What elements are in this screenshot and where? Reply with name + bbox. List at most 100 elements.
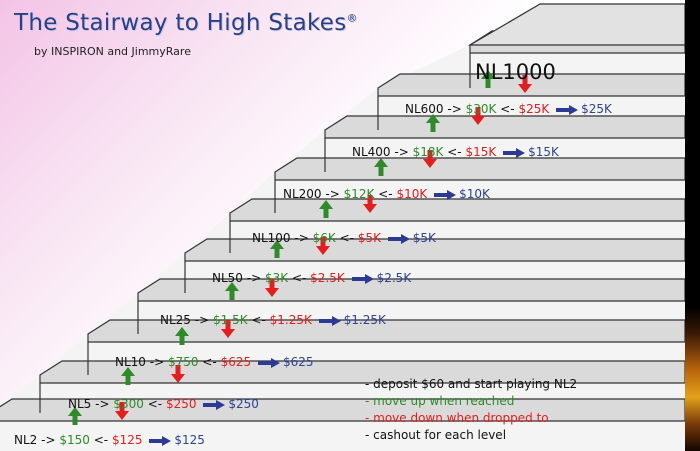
level-row-nl50: NL50 -> $3K <- $2.5K $2.5K: [212, 271, 411, 285]
stair-step-2: [87, 319, 685, 343]
byline: by INSPIRON and JimmyRare: [34, 45, 191, 58]
legend-item-move-down: - move down when dropped to: [365, 411, 549, 425]
cashout-arrow-icon: [503, 147, 526, 158]
move-down-arrow-icon: [265, 279, 279, 297]
stair-top-slab: [467, 3, 685, 46]
legend-item-move-up: - move up when reached: [365, 394, 515, 408]
legend-item-deposit: - deposit $60 and start playing NL2: [365, 377, 578, 391]
level-row-nl25: NL25 -> $1.5K <- $1.25K $1.25K: [160, 313, 386, 327]
cashout-arrow-icon: [149, 435, 172, 446]
diagram-canvas: The Stairway to High Stakes® by INSPIRON…: [0, 0, 685, 451]
move-down-threshold: $10K: [396, 187, 428, 201]
level-row-nl600: NL600 -> $30K <- $25K $25K: [405, 102, 612, 116]
up-operator: ->: [325, 187, 340, 201]
level-name: NL50: [212, 271, 243, 285]
move-down-threshold: $625: [220, 355, 252, 369]
level-name: NL200: [283, 187, 322, 201]
up-operator: ->: [41, 433, 56, 447]
level-name: NL600: [405, 102, 444, 116]
move-up-threshold: $12K: [343, 187, 375, 201]
move-up-arrow-icon: [68, 407, 82, 425]
cashout-value: $1.25K: [343, 313, 386, 327]
move-down-threshold: $250: [165, 397, 197, 411]
move-down-arrow-icon: [518, 75, 532, 93]
move-up-threshold: $300: [113, 397, 144, 411]
move-down-threshold: $1.25K: [269, 313, 312, 327]
up-operator: ->: [246, 271, 262, 285]
cashout-value: $10K: [459, 187, 490, 201]
move-down-arrow-icon: [423, 150, 437, 168]
move-up-threshold: $150: [59, 433, 90, 447]
legend-item-cashout: - cashout for each level: [365, 428, 507, 442]
top-level-label: NL1000: [475, 60, 556, 84]
move-up-arrow-icon: [121, 367, 135, 385]
stair-step-0: [0, 398, 685, 422]
move-down-threshold: $5K: [357, 231, 381, 245]
level-name: NL5: [68, 397, 92, 411]
level-row-nl2: NL2 -> $150 <- $125 $125: [14, 433, 205, 447]
level-row-nl400: NL400 -> $18K <- $15K $15K: [352, 145, 559, 159]
down-operator: <-: [339, 231, 354, 245]
title-text: The Stairway to High Stakes: [14, 10, 347, 36]
level-row-nl5: NL5 -> $300 <- $250 $250: [68, 397, 259, 411]
level-row-nl100: NL100 -> $6K <- $5K $5K: [252, 231, 436, 245]
down-operator: <-: [378, 187, 393, 201]
move-up-arrow-icon: [374, 158, 388, 176]
move-down-arrow-icon: [115, 402, 129, 420]
up-operator: ->: [447, 102, 462, 116]
level-name: NL400: [352, 145, 391, 159]
level-name: NL2: [14, 433, 38, 447]
up-operator: ->: [294, 231, 309, 245]
down-operator: <-: [291, 271, 307, 285]
up-operator: ->: [194, 313, 210, 327]
level-row-nl10: NL10 -> $750 <- $625 $625: [115, 355, 314, 369]
stair-step-8: [377, 73, 685, 97]
up-operator: ->: [394, 145, 409, 159]
stair-step-7: [324, 115, 685, 139]
move-down-arrow-icon: [316, 237, 330, 255]
page-title: The Stairway to High Stakes®: [14, 10, 358, 36]
cashout-value: $5K: [412, 231, 436, 245]
down-operator: <-: [447, 145, 462, 159]
background-photo-strip: [685, 0, 700, 451]
cashout-arrow-icon: [318, 315, 341, 326]
staircase-graphic: [0, 3, 685, 451]
cashout-arrow-icon: [387, 233, 410, 244]
level-row-nl200: NL200 -> $12K <- $10K $10K: [283, 187, 490, 201]
move-up-threshold: $18K: [412, 145, 444, 159]
stair-step-5: [229, 198, 685, 222]
registered-mark: ®: [346, 11, 358, 25]
move-up-arrow-icon: [270, 240, 284, 258]
move-down-arrow-icon: [171, 365, 185, 383]
cashout-arrow-icon: [257, 357, 280, 368]
up-operator: ->: [95, 397, 110, 411]
stair-step-6: [274, 157, 685, 181]
up-operator: ->: [149, 355, 165, 369]
move-up-threshold: $3K: [264, 271, 289, 285]
level-name: NL100: [252, 231, 291, 245]
cashout-value: $250: [228, 397, 259, 411]
level-name: NL25: [160, 313, 191, 327]
stair-step-3: [137, 278, 685, 302]
move-up-threshold: $1.5K: [212, 313, 248, 327]
move-up-arrow-icon: [225, 282, 239, 300]
move-up-arrow-icon: [426, 114, 440, 132]
cashout-value: $625: [282, 355, 314, 369]
move-up-threshold: $6K: [312, 231, 336, 245]
move-up-arrow-icon: [319, 200, 333, 218]
legend: - deposit $60 and start playing NL2 - mo…: [365, 376, 577, 444]
move-down-threshold: $125: [111, 433, 143, 447]
move-up-arrow-icon: [175, 327, 189, 345]
down-operator: <-: [93, 433, 109, 447]
move-down-threshold: $25K: [518, 102, 550, 116]
move-down-threshold: $15K: [465, 145, 497, 159]
move-down-arrow-icon: [221, 320, 235, 338]
move-up-threshold: $750: [167, 355, 199, 369]
move-down-arrow-icon: [471, 107, 485, 125]
cashout-value: $25K: [581, 102, 612, 116]
cashout-value: $15K: [528, 145, 559, 159]
cashout-value: $2.5K: [376, 271, 412, 285]
down-operator: <-: [147, 397, 163, 411]
down-operator: <-: [202, 355, 217, 369]
move-up-threshold: $30K: [465, 102, 497, 116]
